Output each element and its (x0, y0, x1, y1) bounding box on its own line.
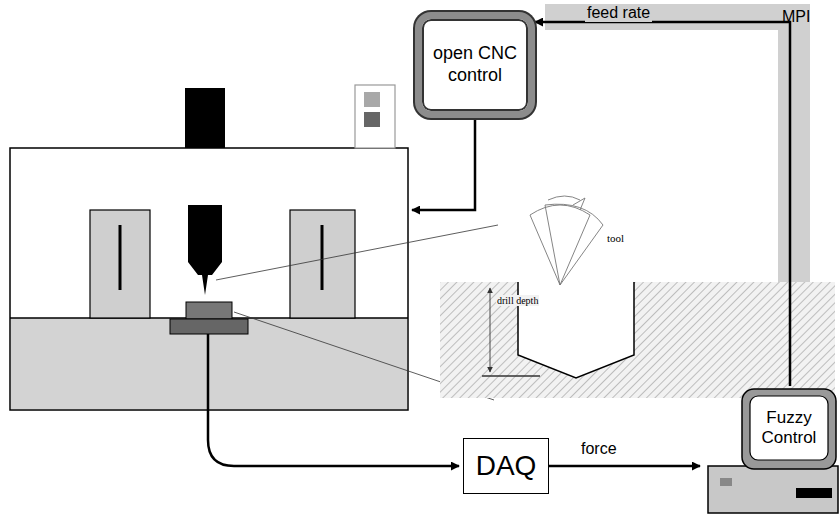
control-arrow (412, 118, 475, 210)
node-label: open CNC control (428, 43, 522, 86)
column (90, 210, 150, 318)
tool-sketch (530, 196, 603, 285)
screen-area: Fuzzy Control (750, 396, 828, 460)
dimension-label: drill depth (496, 295, 539, 306)
signal-arrow (535, 22, 790, 386)
controller-box: open CNC control (415, 12, 535, 118)
computer-icon (700, 386, 839, 515)
edge-label: feed rate (585, 4, 652, 22)
signal-arrow (549, 465, 700, 468)
part-label: tool (607, 232, 624, 244)
workpiece-section (440, 282, 835, 398)
workpiece (186, 302, 232, 319)
daq-box: DAQ (463, 438, 549, 494)
spindle-tool (188, 205, 222, 295)
spindle-head (185, 88, 225, 148)
computer: Fuzzy Control (700, 386, 839, 515)
bus-label: MPI (782, 8, 810, 26)
sensor-wire (208, 334, 459, 466)
node-label: Fuzzy Control (752, 408, 826, 449)
dynamometer (170, 319, 248, 334)
node-title: DAQ (476, 449, 537, 483)
control-panel (355, 85, 395, 148)
edge-label: force (579, 440, 619, 458)
